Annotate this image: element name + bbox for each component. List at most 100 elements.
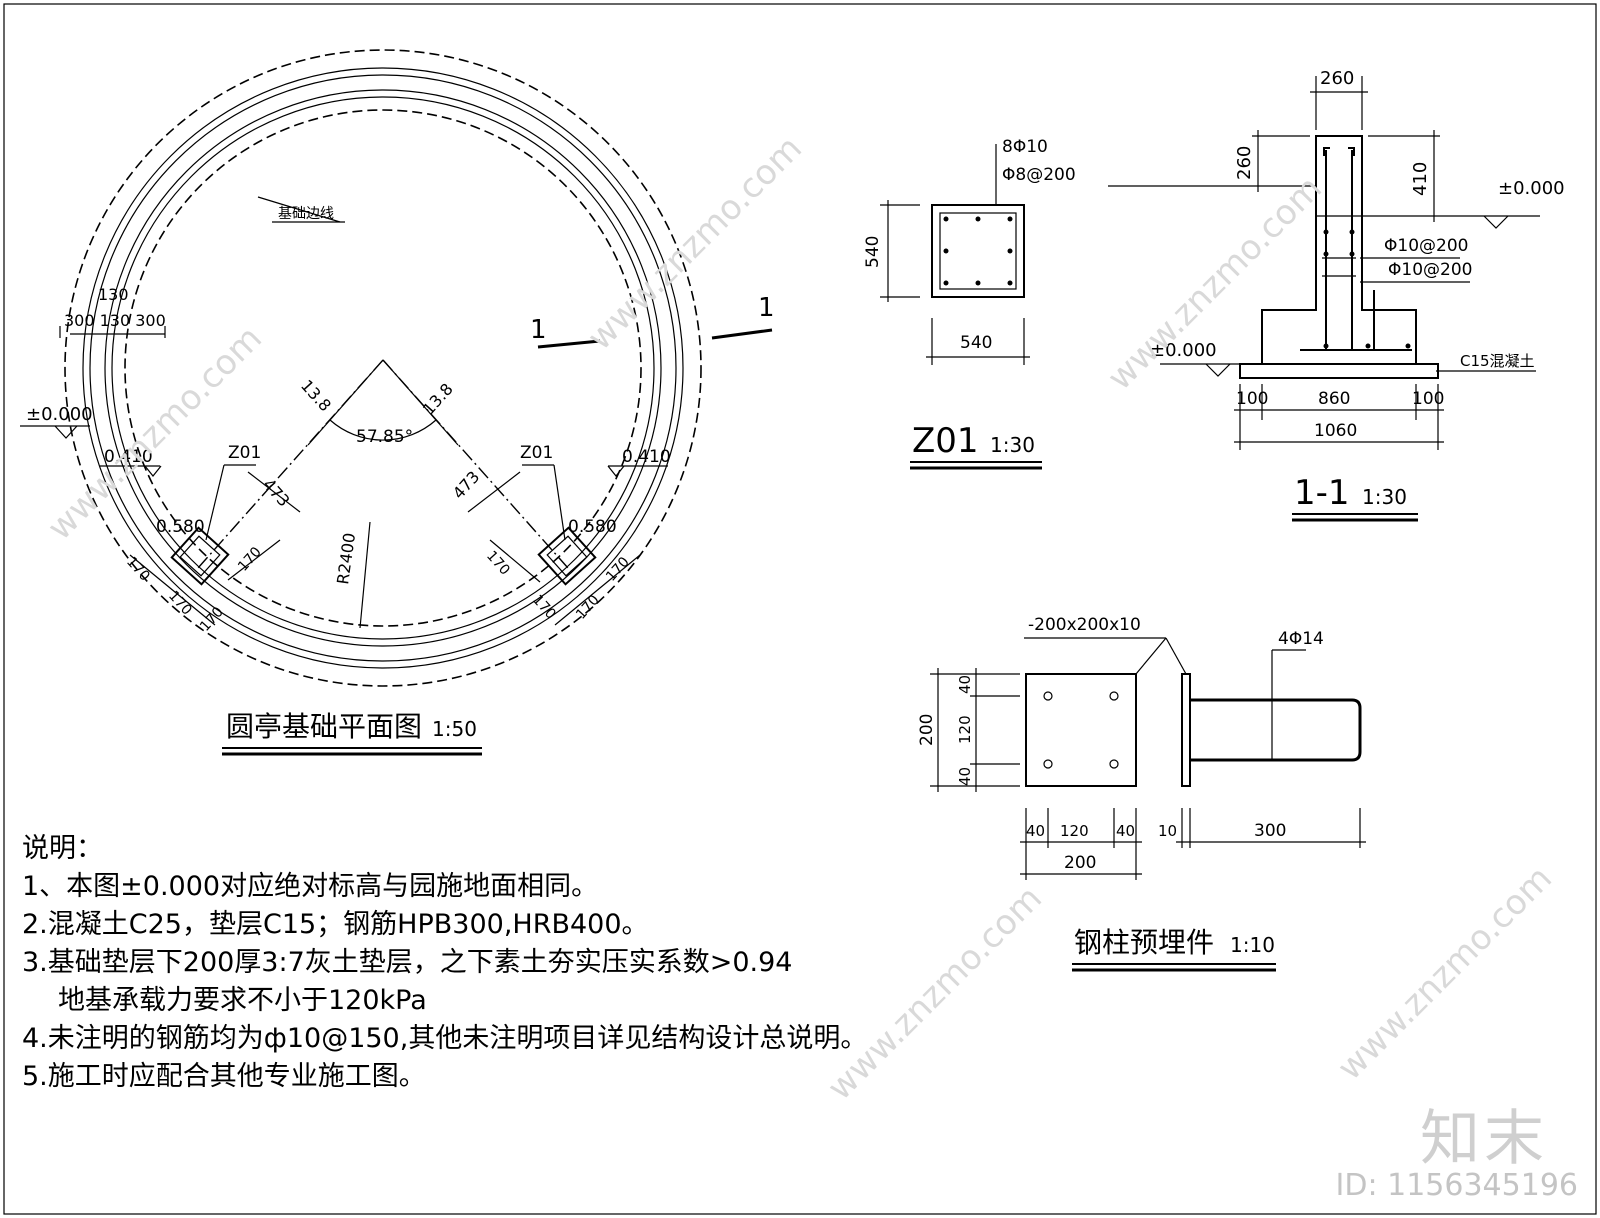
dim-473-left xyxy=(247,471,301,513)
embed-dim-bottom-b: 120 xyxy=(1060,822,1089,840)
dim-473-right xyxy=(467,471,521,513)
sec-concrete: C15混凝土 xyxy=(1460,352,1535,370)
sec-rebar-b: Φ10@200 xyxy=(1388,260,1472,280)
dim-row-label: 300 130 300 xyxy=(64,311,166,330)
sec-dim-left: 260 xyxy=(1234,146,1255,180)
elev-top-left: 0.410 xyxy=(104,447,153,467)
sec-dim-100-right: 100 xyxy=(1412,389,1444,409)
ring-circle-3 xyxy=(104,89,662,647)
elev-tri-right xyxy=(1483,215,1509,229)
dim-line-left-b xyxy=(227,539,281,581)
elev-0410-left-mark xyxy=(100,465,162,477)
column-scale: 1:30 xyxy=(990,433,1035,457)
section-cut-right xyxy=(711,328,773,340)
embed-dim-bottom-total: 200 xyxy=(1064,853,1096,873)
sec-dim-right: 410 xyxy=(1410,162,1431,196)
section-rebars xyxy=(1300,147,1412,351)
sec-elev-left: ±0.000 xyxy=(1150,340,1217,361)
note-item: 2.混凝土C25，垫层C15；钢筋HPB300,HRB400。 xyxy=(22,909,649,940)
col-leader-left xyxy=(205,464,256,541)
dim-170-a: 170 xyxy=(123,554,153,585)
dim-line-left-a xyxy=(129,554,216,626)
section-title: 1-1 xyxy=(1294,473,1350,513)
dim-170-h: 170 xyxy=(603,554,633,585)
outer-dash-circle xyxy=(64,49,702,687)
embed-dim-bottom-a: 40 xyxy=(1026,822,1045,840)
column-outline xyxy=(931,204,1025,298)
note-item: 地基承载力要求不小于120kPa xyxy=(58,985,427,1016)
elev-low-right: 0.580 xyxy=(568,517,617,537)
dim-473-right-label: 473 xyxy=(449,467,484,502)
plate-leader-a xyxy=(1135,637,1167,675)
dim-170-b: 170 xyxy=(165,588,195,619)
inner-dash-circle xyxy=(124,109,642,627)
radius-line xyxy=(359,521,371,629)
column-title: Z01 xyxy=(912,421,979,461)
elev-top-right: 0.410 xyxy=(622,447,671,467)
embed-plate-side xyxy=(1181,673,1191,787)
ring-circle-4 xyxy=(111,96,655,640)
radius-label: R2400 xyxy=(333,532,359,586)
label-foundation-edge: 基础边线 xyxy=(278,205,334,222)
embed-dim-10: 10 xyxy=(1158,822,1177,840)
col-tag-right: Z01 xyxy=(520,443,553,463)
column-tie xyxy=(939,212,1017,290)
embed-scale: 1:10 xyxy=(1230,933,1275,957)
section-scale: 1:30 xyxy=(1362,485,1407,509)
elev-0410-right-mark xyxy=(607,465,668,477)
embed-bolts xyxy=(1043,691,1119,769)
elev-tri-left xyxy=(1205,363,1231,377)
note-item: 1、本图±0.000对应绝对标高与园施地面相同。 xyxy=(22,871,599,902)
section-pad xyxy=(1239,363,1439,379)
column-footing-right xyxy=(537,526,597,586)
notes-heading: 说明： xyxy=(22,833,103,864)
dim-13-8-right: 13.8 xyxy=(419,379,457,418)
radial-line-left xyxy=(197,359,384,569)
section-view: 260 260 410 ±0.000 ±0.000 Φ10@200 Φ10@20… xyxy=(1108,68,1565,522)
embed-dim-left-b: 120 xyxy=(956,715,974,744)
dim-line-right-b xyxy=(489,539,541,583)
plan-scale: 1:50 xyxy=(432,717,477,741)
dim-170-d: 170 xyxy=(235,544,265,575)
embed-dim-bottom-c: 40 xyxy=(1116,822,1135,840)
column-footing-left xyxy=(170,526,230,586)
angle-arc xyxy=(329,419,437,441)
radial-dim-left xyxy=(307,359,384,446)
embed-title: 钢柱预埋件 xyxy=(1074,926,1214,959)
dim-bottom: 540 xyxy=(960,333,992,353)
section-mark-left: 1 xyxy=(530,315,547,345)
embed-rebar xyxy=(1190,698,1362,762)
rebar-tie: Φ8@200 xyxy=(1002,165,1076,185)
section-cut-left xyxy=(537,339,601,349)
elev-low-left: 0.580 xyxy=(156,517,205,537)
section-mark-right: 1 xyxy=(758,293,775,323)
sec-rebar-a: Φ10@200 xyxy=(1384,236,1468,256)
brand-logo: 知末 xyxy=(1420,1104,1548,1174)
plan-title: 圆亭基础平面图 xyxy=(226,710,422,743)
dim-473-left-label: 473 xyxy=(259,475,294,510)
dim-170-f: 170 xyxy=(529,592,559,623)
radial-dim-right xyxy=(382,359,459,446)
elev-zero-mark-plan xyxy=(20,425,90,439)
embed-dim-left-a: 40 xyxy=(956,675,974,694)
sec-dim-100-left: 100 xyxy=(1236,389,1268,409)
embed-dim-300: 300 xyxy=(1254,821,1286,841)
dim-side: 540 xyxy=(863,236,883,268)
sec-dim-860: 860 xyxy=(1318,389,1350,409)
col-tag-left: Z01 xyxy=(228,443,261,463)
sec-elev-right: ±0.000 xyxy=(1498,178,1565,199)
embed-plate-plan xyxy=(1025,673,1137,787)
angle-label: 57.85° xyxy=(356,427,413,447)
column-rebars xyxy=(943,216,1013,286)
note-item: 4.未注明的钢筋均为ф10@150,其他未注明项目详见结构设计总说明。 xyxy=(22,1023,868,1054)
dim-170-e: 170 xyxy=(483,548,513,579)
rebar-main: 8Φ10 xyxy=(1002,137,1048,157)
notes-block: 说明： 1、本图±0.000对应绝对标高与园施地面相同。 2.混凝土C25，垫层… xyxy=(22,830,882,1096)
column-section: 8Φ10 Φ8@200 540 540 Z01 1:30 xyxy=(863,137,1076,470)
sec-dim-top: 260 xyxy=(1320,68,1354,89)
col-leader-right xyxy=(522,464,566,541)
radial-line-right xyxy=(382,359,569,569)
note-item: 3.基础垫层下200厚3:7灰土垫层，之下素土夯实压实系数>0.94 xyxy=(22,947,793,978)
dim-13-8-left: 13.8 xyxy=(297,376,335,415)
